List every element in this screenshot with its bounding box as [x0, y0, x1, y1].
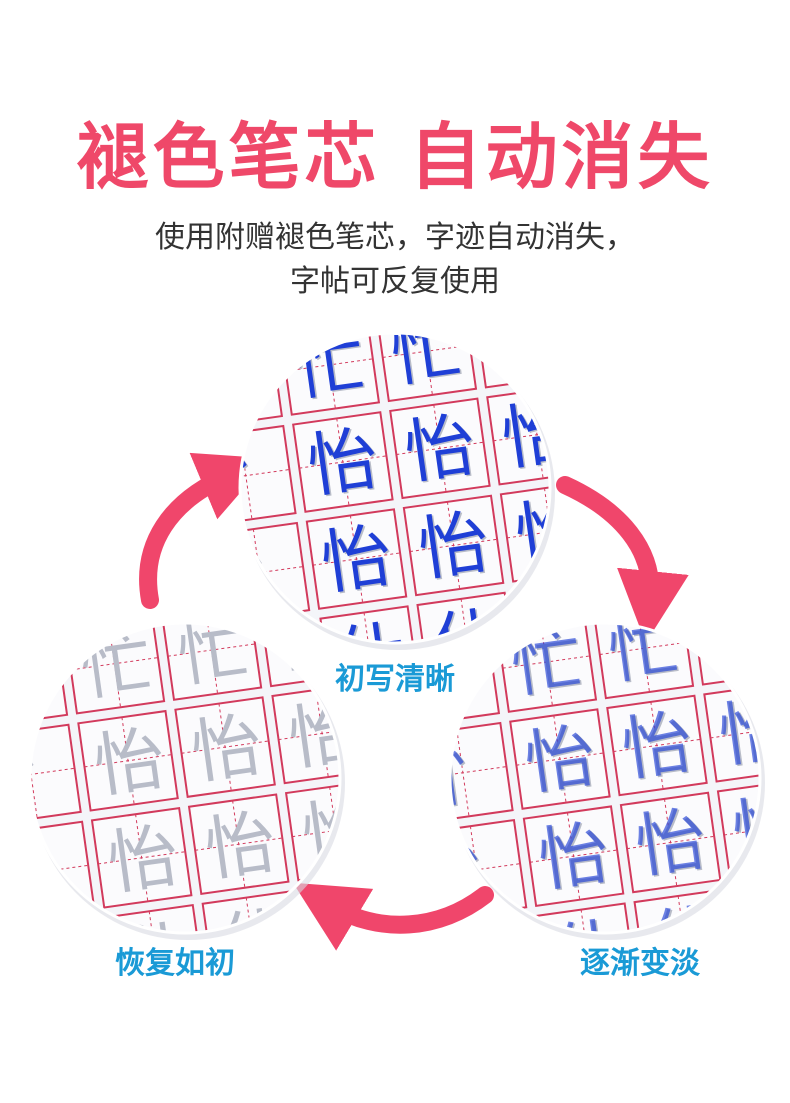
- svg-text:怡: 怡: [521, 716, 602, 807]
- svg-text:怡: 怡: [187, 704, 268, 795]
- svg-text:怡: 怡: [200, 801, 281, 892]
- svg-text:怡: 怡: [533, 811, 614, 902]
- svg-text:怡: 怡: [497, 390, 578, 481]
- svg-text:怡: 怡: [594, 376, 675, 467]
- svg-text:怡: 怡: [415, 502, 496, 593]
- svg-text:忙: 忙: [603, 604, 684, 695]
- svg-text:忙: 忙: [580, 279, 661, 370]
- svg-text:怡: 怡: [413, 501, 494, 592]
- svg-text:怡: 怡: [520, 714, 601, 805]
- page-title: 褪色笔芯 自动消失: [76, 115, 714, 199]
- svg-text:怡: 怡: [284, 690, 365, 781]
- stage-label-fading: 逐渐变淡: [580, 946, 700, 981]
- svg-text:怡: 怡: [617, 701, 698, 792]
- svg-text:忙: 忙: [386, 306, 467, 397]
- svg-text:忄: 忄: [450, 922, 531, 1013]
- stage-label-restored: 恢复如初: [115, 946, 235, 981]
- arrow-top-right: [556, 476, 689, 643]
- arrow-top-left: [139, 452, 270, 609]
- subtitle-line-2: 字帖可反复使用: [290, 264, 500, 299]
- svg-text:怡: 怡: [303, 417, 384, 508]
- svg-text:怡: 怡: [535, 813, 616, 904]
- svg-text:忄: 忄: [6, 828, 87, 919]
- svg-text:怡: 怡: [318, 515, 399, 606]
- svg-text:怡: 怡: [401, 405, 482, 496]
- svg-text:忄: 忄: [0, 634, 60, 725]
- arrow-bottom: [292, 882, 494, 951]
- stage-label-clear: 初写清晰: [335, 662, 455, 697]
- svg-text:怡: 怡: [618, 702, 699, 793]
- svg-text:怡: 怡: [89, 717, 170, 808]
- svg-text:怡: 怡: [400, 404, 481, 495]
- svg-text:怡: 怡: [304, 418, 385, 509]
- svg-text:怡: 怡: [595, 378, 676, 469]
- svg-text:忙: 忙: [582, 280, 663, 371]
- svg-text:忄: 忄: [0, 731, 73, 822]
- svg-text:怡: 怡: [103, 814, 184, 905]
- svg-text:忙: 忙: [173, 607, 254, 698]
- svg-text:怡: 怡: [632, 799, 713, 890]
- svg-text:忄: 忄: [219, 528, 300, 619]
- svg-text:怡: 怡: [630, 798, 711, 889]
- svg-text:忙: 忙: [76, 620, 157, 711]
- subtitle-line-1: 使用附赠褪色笔芯，字迹自动消失，: [155, 220, 635, 255]
- svg-text:忄: 忄: [423, 728, 504, 819]
- svg-text:忙: 忙: [506, 617, 587, 708]
- svg-text:怡: 怡: [316, 514, 397, 605]
